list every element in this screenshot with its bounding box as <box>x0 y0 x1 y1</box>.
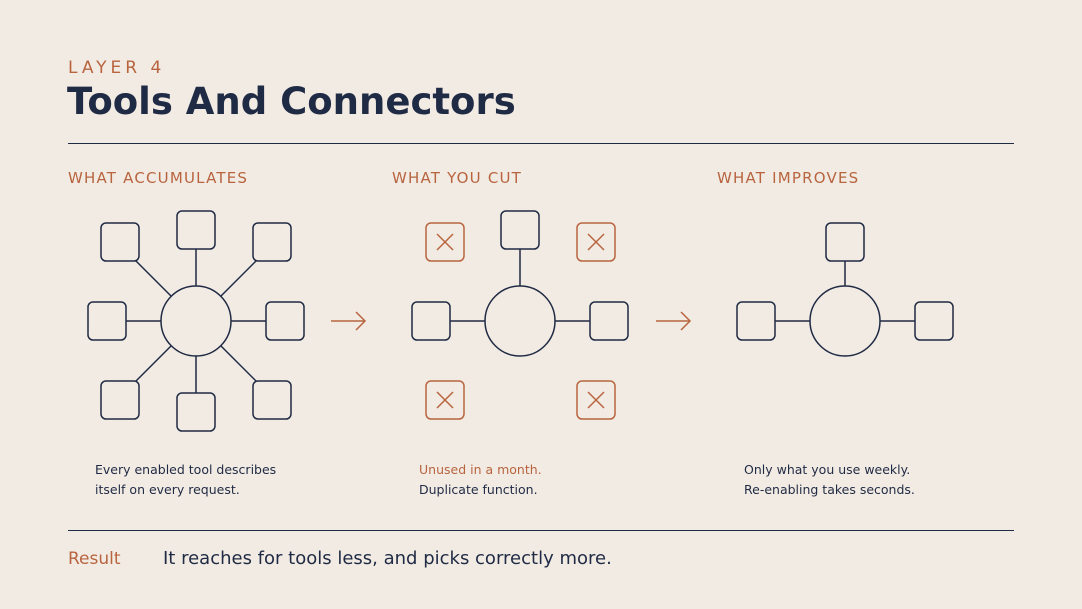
accumulates-diagram <box>87 210 305 432</box>
heading-what-accumulates: WHAT ACCUMULATES <box>68 169 249 187</box>
tool-box <box>265 301 305 341</box>
heading-what-improves: WHAT IMPROVES <box>717 169 860 187</box>
caption-accumulates: Every enabled tool describes itself on e… <box>95 460 276 500</box>
tool-box <box>736 301 776 341</box>
bottom-divider <box>68 530 1014 531</box>
cut-tool-x-icon <box>425 222 465 262</box>
tool-box <box>914 301 954 341</box>
improves-diagram <box>736 222 954 357</box>
layer-label: LAYER 4 <box>68 58 166 78</box>
cut-tool-x-icon <box>425 380 465 420</box>
top-divider <box>68 143 1014 144</box>
hub-circle <box>809 285 881 357</box>
tool-box <box>500 210 540 250</box>
cut-tool-x-icon <box>576 380 616 420</box>
tool-box <box>100 380 140 420</box>
caption-line: Only what you use weekly. <box>744 462 911 477</box>
tool-box <box>176 210 216 250</box>
tool-box <box>252 380 292 420</box>
caption-line: Re-enabling takes seconds. <box>744 482 915 497</box>
result-text: It reaches for tools less, and picks cor… <box>163 548 612 569</box>
arrow-right-icon <box>656 311 692 331</box>
result-label: Result <box>68 549 121 569</box>
hub-circle <box>484 285 556 357</box>
tool-box <box>825 222 865 262</box>
tool-box <box>411 301 451 341</box>
cut-diagram <box>411 210 629 357</box>
caption-cut: Unused in a month. Duplicate function. <box>419 460 542 500</box>
hub-circle <box>160 285 232 357</box>
caption-line: Duplicate function. <box>419 482 538 497</box>
tool-box <box>252 222 292 262</box>
cut-tool-x-icon <box>576 222 616 262</box>
arrow-right-icon <box>331 311 367 331</box>
caption-line-accent: Unused in a month. <box>419 462 542 477</box>
tool-box <box>176 392 216 432</box>
tool-box <box>100 222 140 262</box>
caption-line: Every enabled tool describes <box>95 462 277 477</box>
caption-improves: Only what you use weekly. Re-enabling ta… <box>744 460 915 500</box>
heading-what-you-cut: WHAT YOU CUT <box>392 169 523 187</box>
caption-line: itself on every request. <box>95 482 240 497</box>
tool-box <box>87 301 127 341</box>
page-title: Tools And Connectors <box>67 80 516 123</box>
tool-box <box>589 301 629 341</box>
